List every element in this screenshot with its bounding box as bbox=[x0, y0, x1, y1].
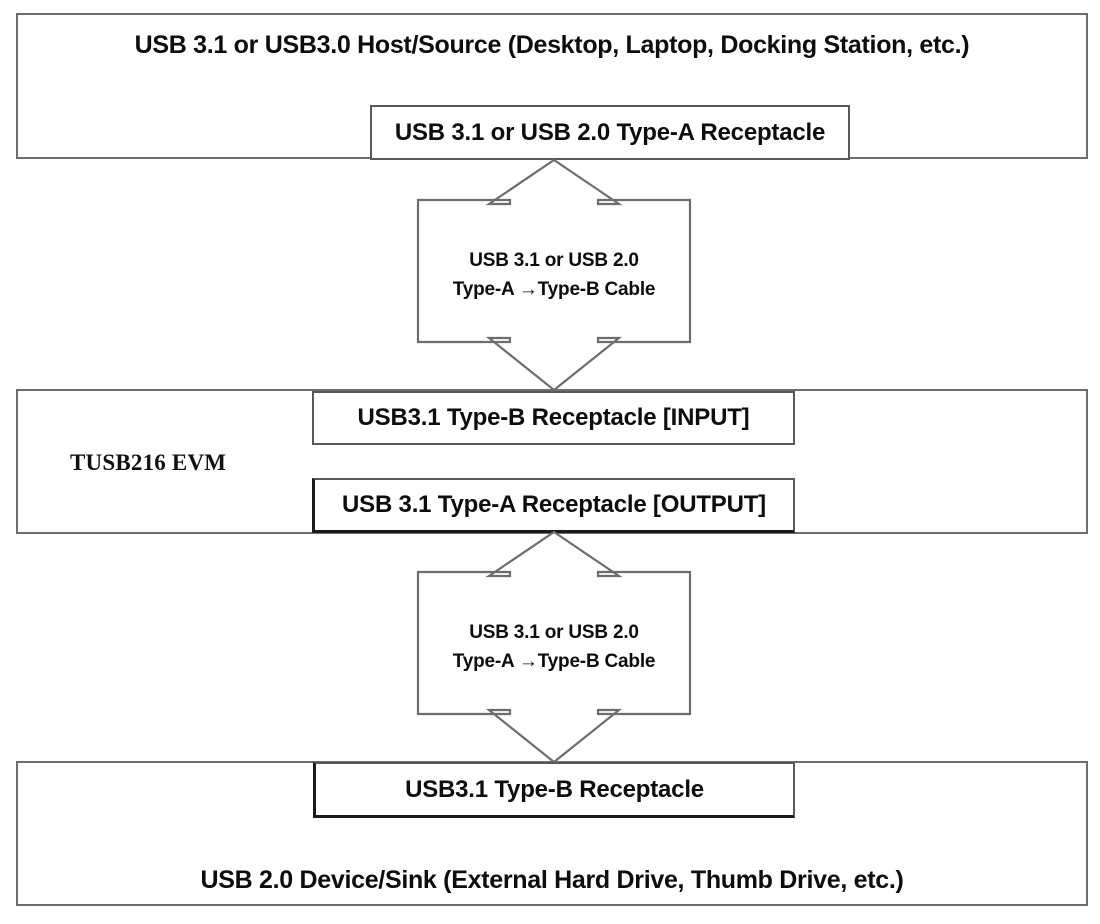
device-type-b-receptacle-label: USB3.1 Type-B Receptacle bbox=[405, 775, 704, 803]
device-sink-title: USB 2.0 Device/Sink (External Hard Drive… bbox=[200, 866, 904, 894]
cable-bottom-text: USB 3.1 or USB 2.0 Type-A →Type-B Cable bbox=[416, 619, 692, 676]
cable-bottom-line2: Type-A →Type-B Cable bbox=[452, 650, 656, 672]
cable-top-line2: Type-A →Type-B Cable bbox=[452, 278, 656, 300]
host-source-title: USB 3.1 or USB3.0 Host/Source (Desktop, … bbox=[134, 31, 970, 59]
evm-input-receptacle-box: USB3.1 Type-B Receptacle [INPUT] bbox=[312, 391, 795, 445]
evm-output-receptacle-box: USB 3.1 Type-A Receptacle [OUTPUT] bbox=[312, 478, 795, 533]
host-type-a-receptacle-label: USB 3.1 or USB 2.0 Type-A Receptacle bbox=[394, 118, 826, 146]
evm-name-label: TUSB216 EVM bbox=[70, 450, 227, 475]
cable-top-text: USB 3.1 or USB 2.0 Type-A →Type-B Cable bbox=[416, 247, 692, 304]
evm-input-receptacle-label: USB3.1 Type-B Receptacle [INPUT] bbox=[357, 404, 750, 432]
evm-output-receptacle-label: USB 3.1 Type-A Receptacle [OUTPUT] bbox=[342, 491, 766, 519]
cable-bottom-line1: USB 3.1 or USB 2.0 bbox=[469, 622, 639, 643]
cable-top-line1: USB 3.1 or USB 2.0 bbox=[469, 250, 639, 271]
device-type-b-receptacle-box: USB3.1 Type-B Receptacle bbox=[313, 762, 795, 818]
host-type-a-receptacle-box: USB 3.1 or USB 2.0 Type-A Receptacle bbox=[370, 105, 850, 160]
